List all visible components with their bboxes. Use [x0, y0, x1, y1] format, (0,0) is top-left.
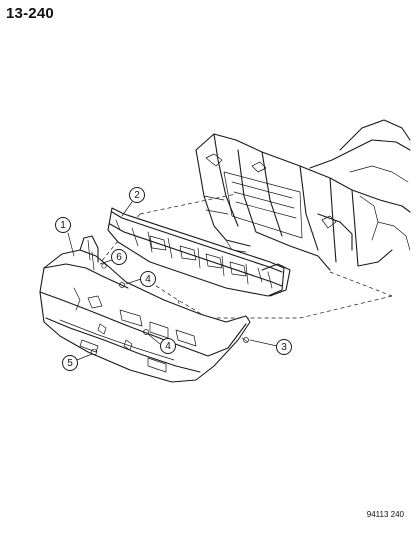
callout-3: 3 — [276, 339, 292, 355]
callout-number: 4 — [165, 341, 171, 352]
callout-circle — [160, 338, 176, 354]
figure-code: 94113 240 — [366, 510, 404, 519]
callout-4: 4 — [140, 271, 156, 287]
radiator-support-frame — [195, 119, 411, 271]
callout-4: 4 — [160, 338, 176, 354]
fasteners — [90, 263, 249, 356]
callout-1: 1 — [55, 217, 71, 233]
reference-plane — [95, 193, 393, 339]
callout-circle — [55, 217, 71, 233]
callout-number: 2 — [134, 190, 140, 201]
callout-number: 6 — [116, 252, 122, 263]
page-number: 13-240 — [6, 5, 54, 22]
callout-circle — [140, 271, 156, 287]
callout-number: 5 — [67, 358, 73, 369]
bumper-reinforcement-bar — [107, 207, 291, 297]
callouts: 1 2 3 4 4 5 6 — [55, 187, 292, 371]
callout-number: 4 — [145, 274, 151, 285]
callout-circle — [111, 249, 127, 265]
callout-number: 3 — [281, 342, 287, 353]
callout-circle — [62, 355, 78, 371]
leader-lines — [67, 201, 278, 361]
callout-6: 6 — [111, 249, 127, 265]
front-fascia — [39, 235, 251, 383]
callout-circle — [276, 339, 292, 355]
callout-5: 5 — [62, 355, 78, 371]
callout-circle — [129, 187, 145, 203]
callout-number: 1 — [60, 220, 66, 231]
callout-2: 2 — [129, 187, 145, 203]
